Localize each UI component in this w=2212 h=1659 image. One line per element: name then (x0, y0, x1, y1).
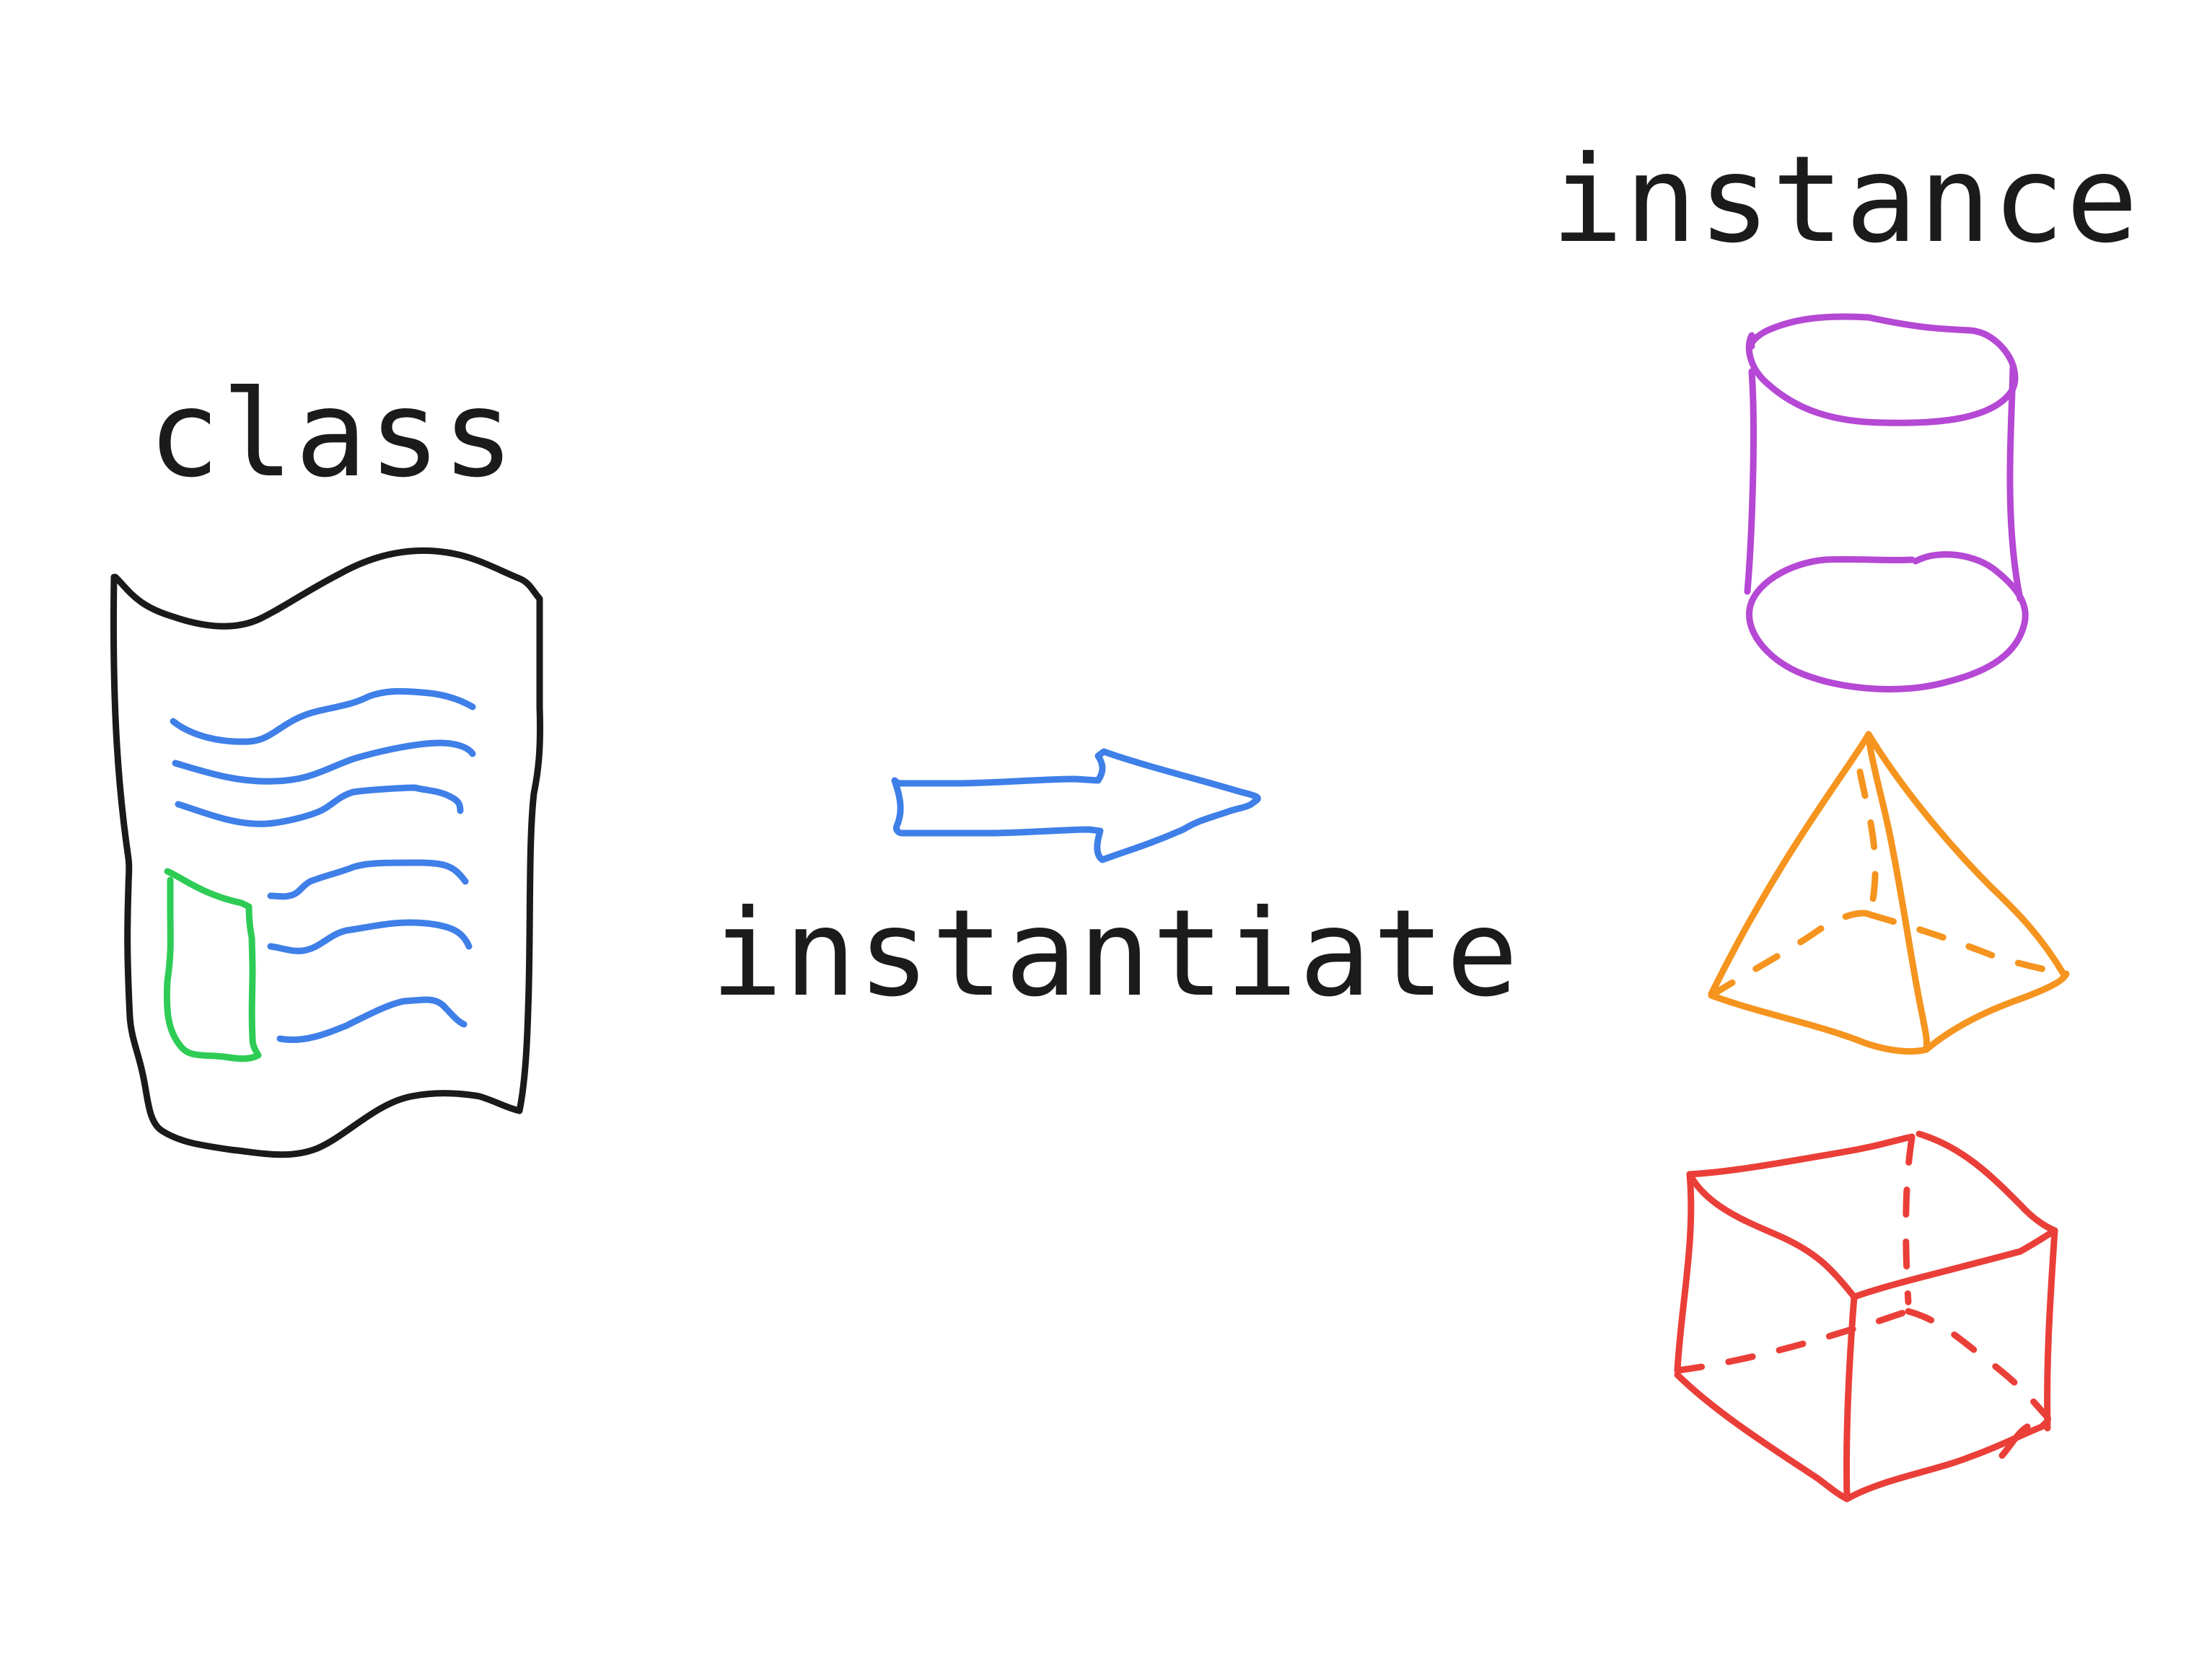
instantiate-label: instantiate (711, 884, 1520, 1024)
cube-hidden-right (1905, 1308, 2051, 1421)
cylinder-bottom (1746, 551, 2029, 692)
cube-top-right-edge (1915, 1130, 2058, 1234)
cube-bottom-left-edge (1674, 1371, 1851, 1502)
cylinder-right-side (2006, 364, 2024, 602)
cylinder-icon (1744, 313, 2029, 692)
text-line-3 (175, 784, 464, 827)
cube-top-left-edge (1686, 1133, 1915, 1178)
image-box (163, 868, 262, 1062)
cube-bottom-tick (1998, 1423, 2031, 1459)
text-line-4 (267, 859, 469, 900)
pyramid-hidden-vertical (1856, 768, 1879, 918)
document-icon (110, 547, 544, 1158)
pyramid-base-front-left (1708, 992, 1930, 1055)
cube-right-edge (2044, 1227, 2058, 1432)
arrow-right-icon (891, 748, 1261, 863)
pyramid-icon (1708, 731, 2070, 1055)
cube-bottom-right-edge (1843, 1414, 2051, 1502)
pyramid-hidden-left (1708, 910, 1874, 999)
cube-top-front-left (1686, 1171, 1858, 1301)
cylinder-top (1745, 313, 2019, 426)
text-line-6 (276, 996, 468, 1044)
cube-icon (1674, 1130, 2058, 1502)
cube-left-edge (1674, 1171, 1695, 1374)
pyramid-front-edge (1865, 734, 1930, 1053)
cube-front-edge (1843, 1293, 1858, 1502)
text-line-5 (267, 919, 473, 954)
text-line-1 (170, 687, 476, 745)
pyramid-right-edge (1865, 731, 2067, 977)
text-line-2 (172, 739, 476, 785)
cube-hidden-vertical (1902, 1135, 1915, 1306)
instance-label: instance (1551, 131, 2140, 270)
cylinder-left-side (1744, 368, 1757, 595)
cube-top-front-right (1851, 1227, 2058, 1301)
pyramid-left-edge (1708, 731, 1872, 998)
document-outline (110, 547, 544, 1158)
pyramid-hidden-right (1866, 911, 2070, 977)
pyramid-base-front-right (1923, 970, 2070, 1053)
arrow-shape (891, 748, 1261, 863)
class-label: class (148, 365, 516, 504)
cube-hidden-left (1674, 1308, 1912, 1374)
